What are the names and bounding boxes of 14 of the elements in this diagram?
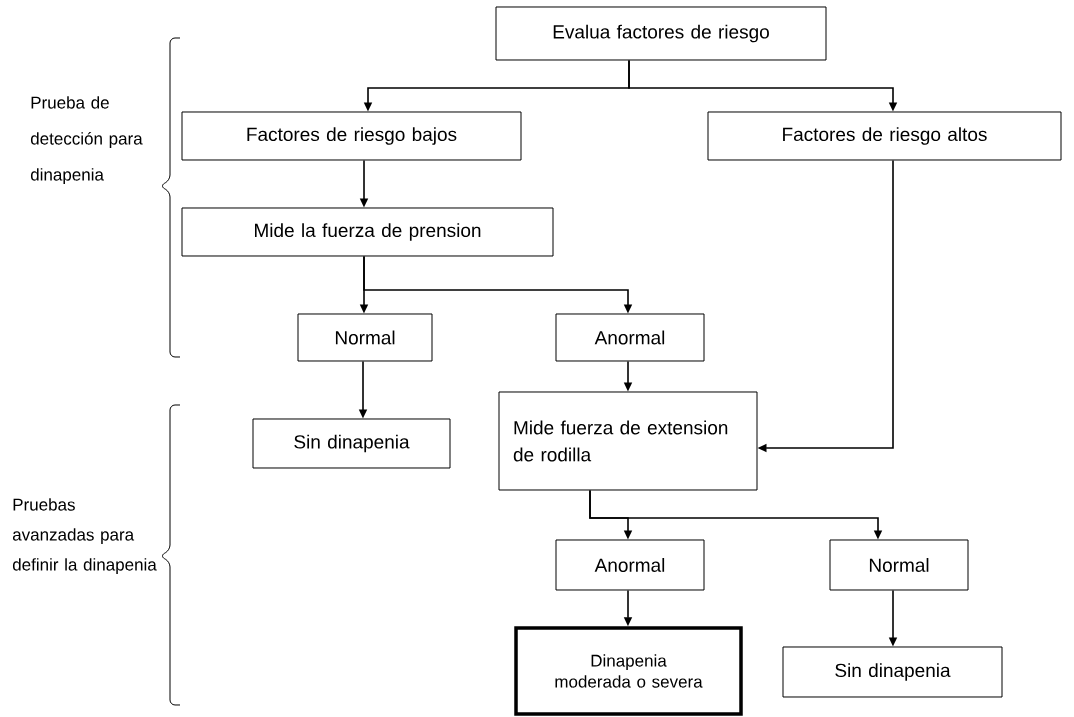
process-box: Mide fuerza de extension de rodilla	[498, 391, 758, 491]
process-box: Sin dinapenia	[252, 418, 451, 469]
process-box: Factores de riesgo bajos	[181, 111, 522, 161]
process-box: Anormal	[555, 539, 705, 591]
bracket-label: Prueba de detección para dinapenia	[30, 96, 143, 185]
process-box: Normal	[829, 539, 969, 591]
process-box: Normal	[297, 313, 433, 362]
process-box: Anormal	[555, 313, 705, 362]
process-box: Evalua factores de riesgo	[495, 6, 827, 61]
bracket-label: Pruebas avanzadas para definir la dinapenia	[12, 498, 157, 575]
outcome-box: Dinapenia moderada o severa	[514, 626, 743, 716]
process-box: Factores de riesgo altos	[707, 111, 1062, 161]
process-box: Mide la fuerza de prension	[181, 207, 554, 257]
process-box: Sin dinapenia	[782, 646, 1003, 698]
